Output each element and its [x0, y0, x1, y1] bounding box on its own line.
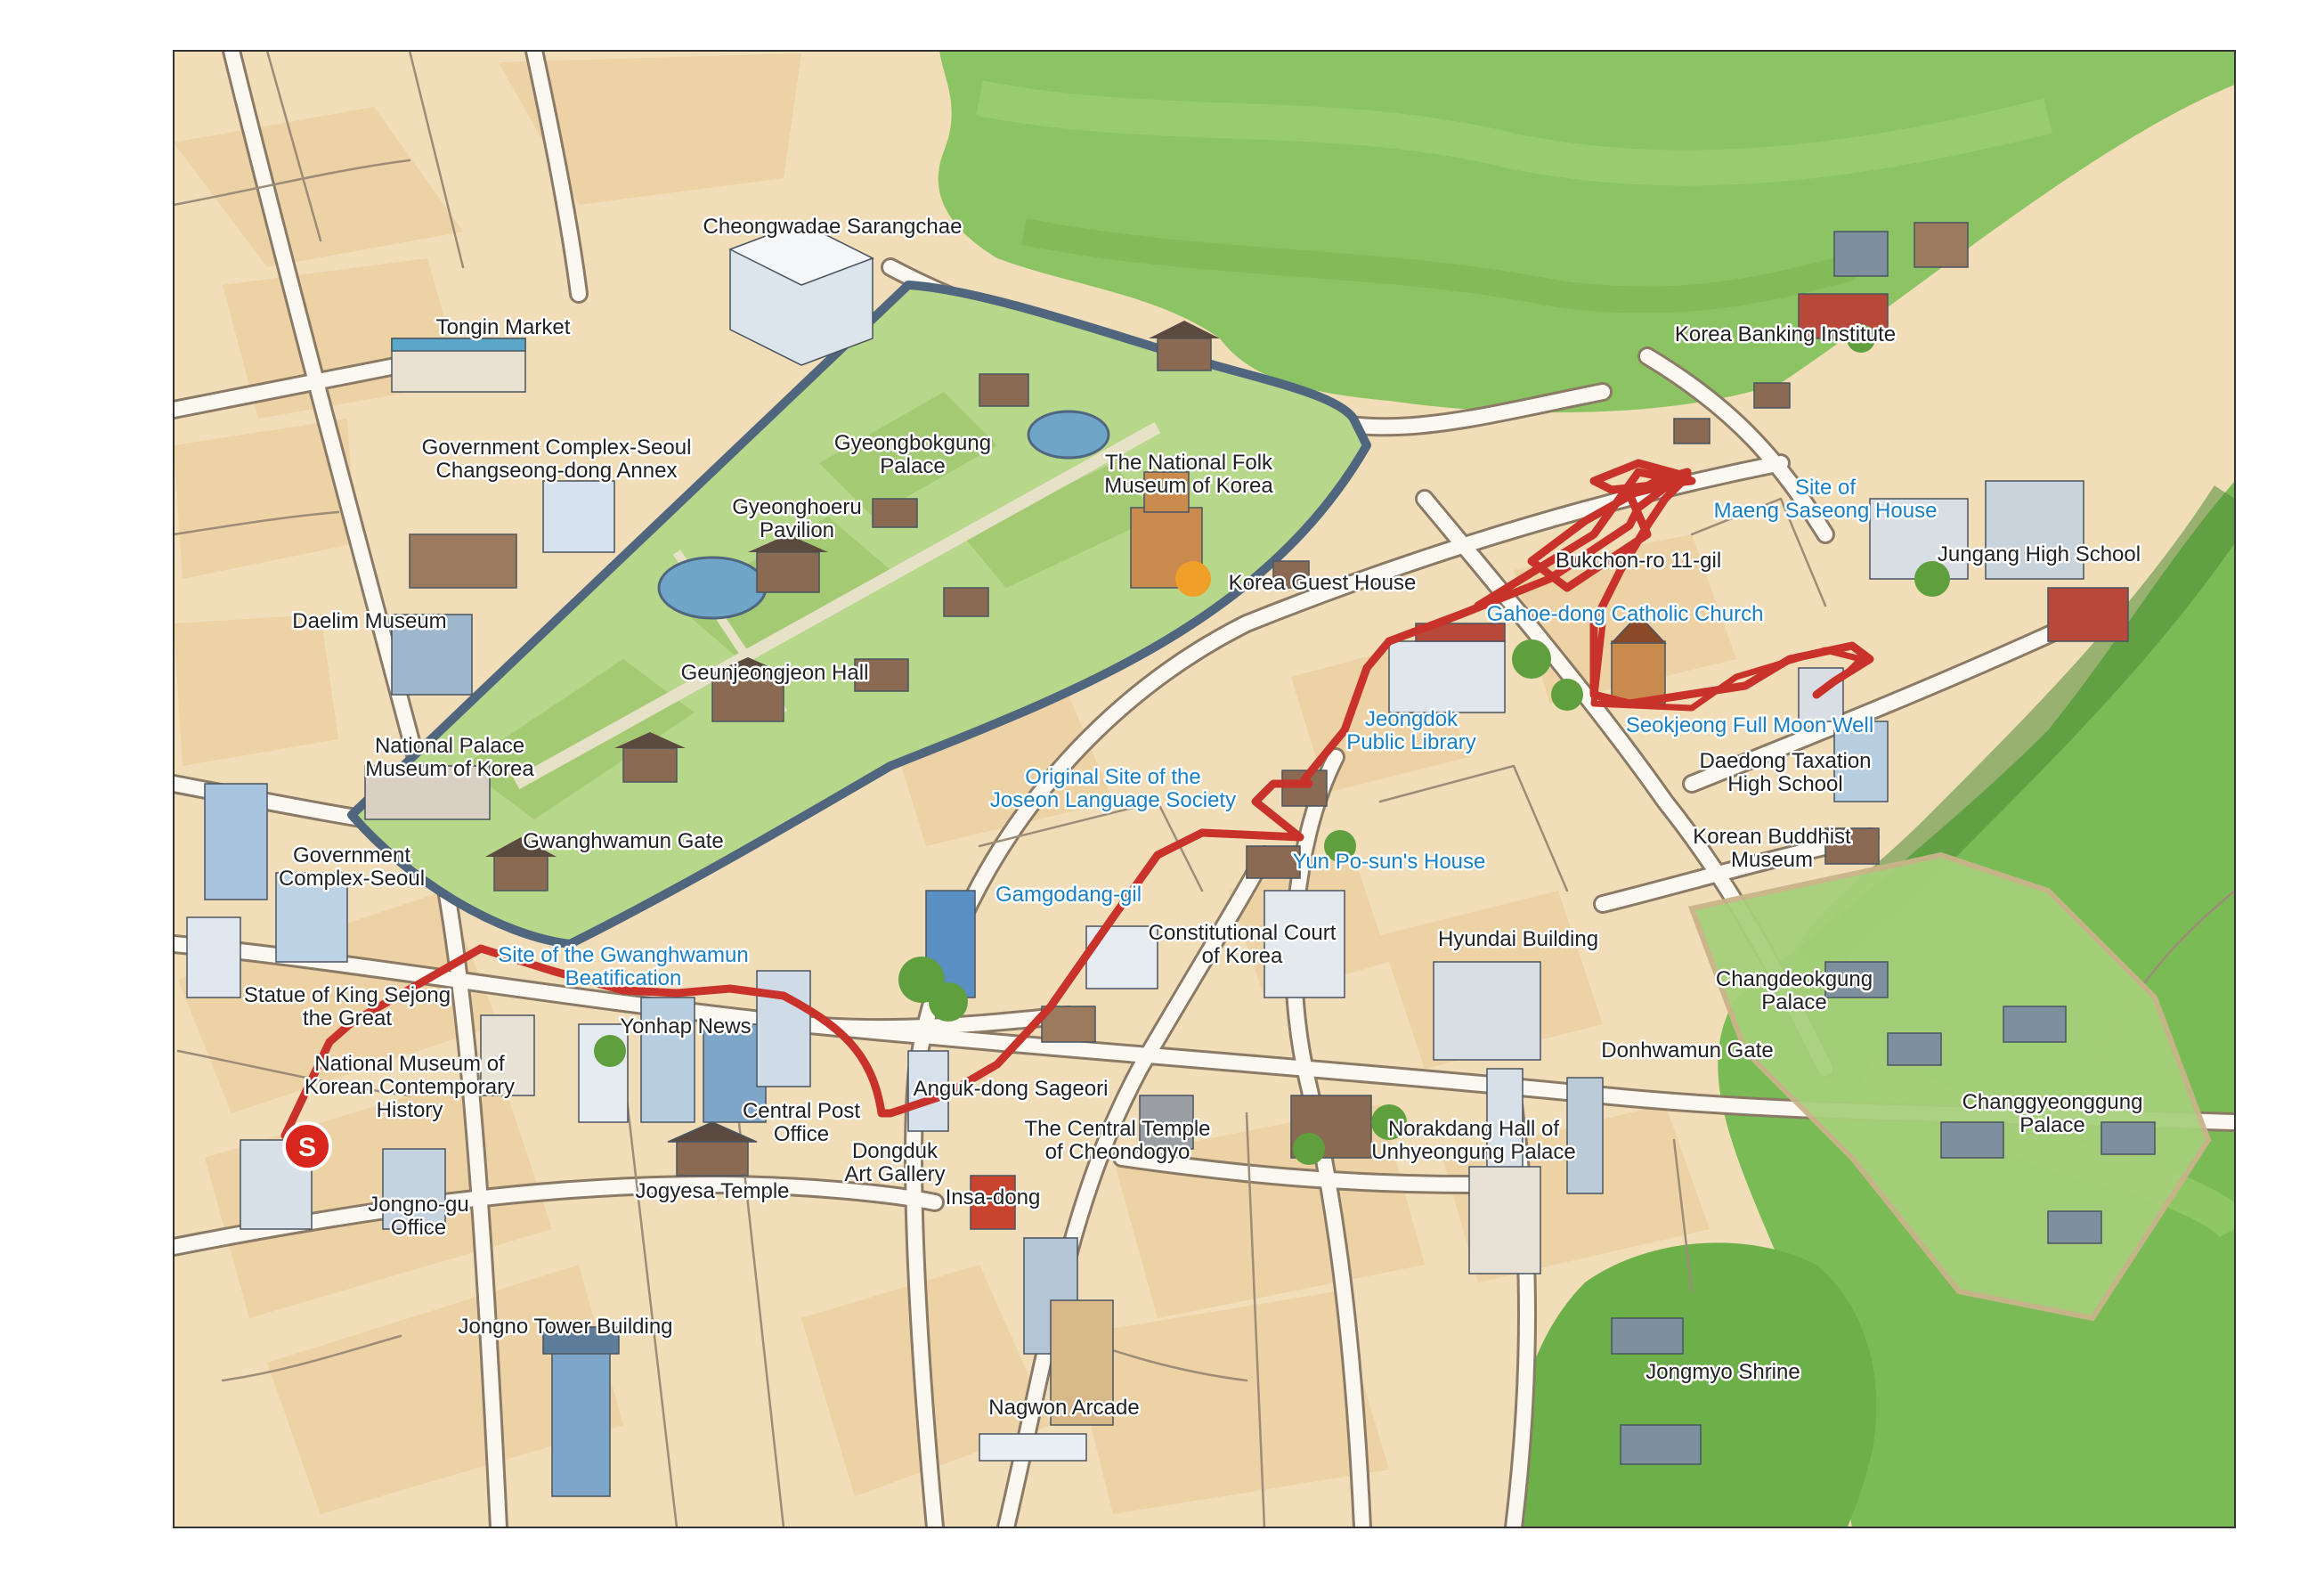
walking-route — [280, 459, 1696, 1140]
label-nagwon: Nagwon Arcade — [988, 1396, 1139, 1420]
jongmyo-forest — [1512, 1242, 1877, 1527]
walking-route-loop — [1590, 623, 1865, 712]
start-marker: S — [282, 1121, 332, 1171]
label-gahoe: Gahoe-dong Catholic Church — [1487, 602, 1764, 626]
label-anguk: Anguk-dong Sageori — [914, 1077, 1109, 1101]
label-jongno-tower: Jongno Tower Building — [458, 1315, 672, 1339]
label-yonhap: Yonhap News — [620, 1014, 751, 1038]
label-tongin: Tongin Market — [436, 315, 571, 339]
label-donhwamun: Donhwamun Gate — [1601, 1038, 1773, 1063]
label-insadong: Insa-dong — [946, 1185, 1041, 1209]
label-yun-posun: Yun Po-sun's House — [1293, 850, 1486, 874]
city-buildings — [186, 222, 2129, 1497]
changdeokgung-compound — [1687, 851, 2212, 1322]
label-gamgodang: Gamgodang-gil — [995, 883, 1142, 907]
label-korea-guest: Korea Guest House — [1229, 571, 1417, 595]
label-seokjeong: Seokjeong Full Moon Well — [1626, 713, 1873, 737]
walking-route-bukchon — [1474, 468, 1874, 708]
gyeongbokgung-compound — [347, 281, 1371, 949]
label-daelim: Daelim Museum — [292, 609, 446, 633]
label-jongmyo: Jongmyo Shrine — [1645, 1360, 1800, 1384]
label-gwanghwamun-gate: Gwanghwamun Gate — [523, 829, 723, 853]
label-korea-banking: Korea Banking Institute — [1675, 322, 1896, 346]
label-jungang: Jungang High School — [1938, 542, 2141, 566]
label-geunjeongjeon: Geunjeongjeon Hall — [681, 661, 869, 685]
label-cheongwadae: Cheongwadae Sarangchae — [703, 215, 963, 239]
label-jogyesa: Jogyesa Temple — [636, 1179, 790, 1203]
label-hyundai: Hyundai Building — [1438, 927, 1598, 951]
label-bukchon: Bukchon-ro 11-gil — [1556, 549, 1721, 573]
map-frame — [173, 50, 2236, 1528]
street-trees — [594, 324, 1950, 1165]
start-marker-letter: S — [298, 1133, 316, 1162]
